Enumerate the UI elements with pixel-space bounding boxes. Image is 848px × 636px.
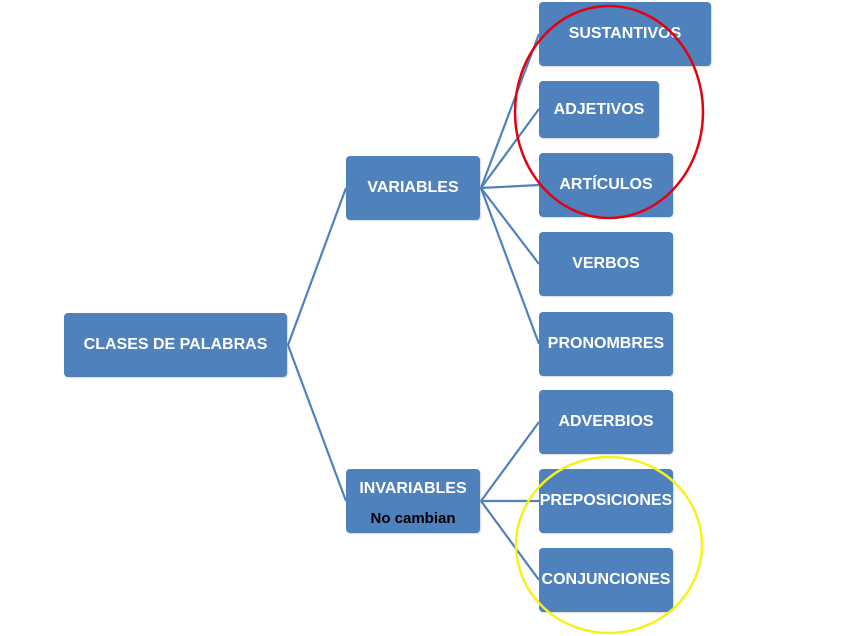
sustantivos-node-label: SUSTANTIVOS	[568, 25, 682, 42]
connector-invariables-conjunciones	[480, 500, 540, 581]
verbos-node-label: VERBOS	[572, 255, 640, 272]
variables-node-label: VARIABLES	[367, 179, 459, 196]
articulos-node-label: ARTÍCULOS	[559, 176, 653, 193]
root-node-label: CLASES DE PALABRAS	[83, 336, 268, 353]
connector-root-variables	[286, 187, 348, 346]
verbos-node: VERBOS	[539, 232, 673, 296]
pronombres-node: PRONOMBRES	[539, 312, 673, 376]
preposiciones-node-label: PREPOSICIONES	[539, 492, 673, 509]
invariables-node: INVARIABLES No cambian	[346, 469, 480, 533]
articulos-node: ARTÍCULOS	[539, 153, 673, 217]
adjetivos-node-label: ADJETIVOS	[553, 100, 645, 118]
connector-variables-pronombres	[479, 187, 541, 345]
adverbios-node-label: ADVERBIOS	[558, 413, 654, 430]
pronombres-node-label: PRONOMBRES	[547, 335, 665, 352]
root-node: CLASES DE PALABRAS	[64, 313, 287, 377]
invariables-note: No cambian	[370, 509, 456, 527]
connector-variables-adjetivos	[480, 108, 540, 189]
invariables-node-label: INVARIABLES	[359, 479, 467, 497]
preposiciones-node: PREPOSICIONES	[539, 469, 673, 533]
connector-variables-verbos	[480, 187, 540, 265]
adjetivos-node: ADJETIVOS	[539, 81, 659, 138]
sustantivos-node: SUSTANTIVOS	[539, 2, 711, 66]
conjunciones-node-label: CONJUNCIONES	[541, 571, 671, 588]
adverbios-node: ADVERBIOS	[539, 390, 673, 454]
connector-variables-sustantivos	[479, 33, 541, 189]
connector-root-invariables	[286, 344, 348, 502]
variables-node: VARIABLES	[346, 156, 480, 220]
conjunciones-node: CONJUNCIONES	[539, 548, 673, 612]
connector-variables-articulos	[480, 183, 540, 190]
connector-invariables-adverbios	[480, 421, 540, 502]
